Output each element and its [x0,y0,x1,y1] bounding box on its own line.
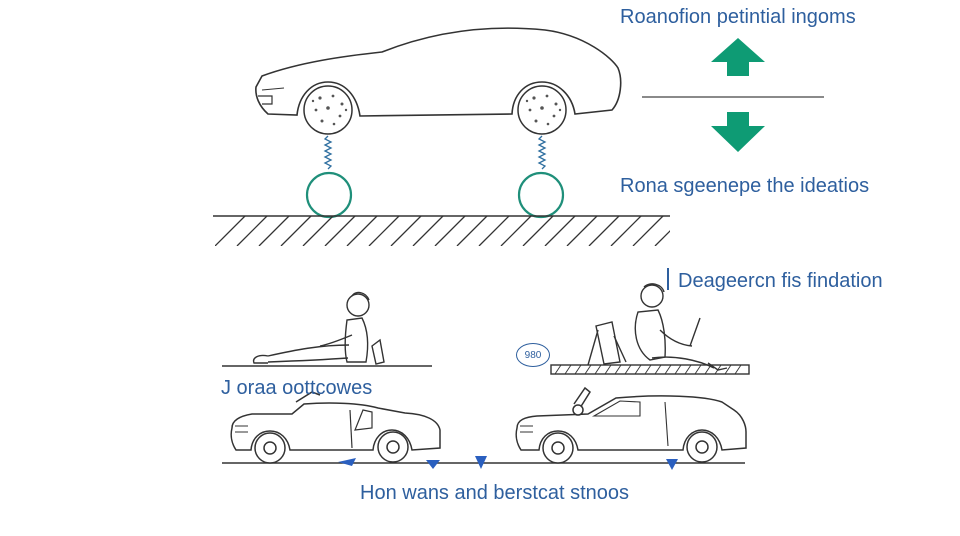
right-person-platform [550,283,750,375]
top-car-rear-wheel [517,85,567,135]
front-contact-circle [305,171,353,219]
arrow-up-icon [711,38,765,76]
blue-arrow-3-icon [475,456,487,469]
label-top: Roanofion petintial ingoms [620,6,856,28]
blue-arrow-2-icon [426,460,440,469]
top-car-front-wheel [303,85,353,135]
rear-contact-circle [517,171,565,219]
front-spring [323,135,333,170]
right-convertible-car [515,386,747,464]
left-reclining-person [222,291,432,367]
top-car [255,27,622,135]
hatched-ground [213,215,670,246]
label-bottom: Hon wans and berstcat stnoos [360,482,630,504]
blue-arrow-4-icon [666,459,678,470]
rear-spring [537,135,547,170]
label-left: J oraa oottcowes [221,377,373,399]
left-convertible-car [230,391,441,464]
label-right: Deageercn fis findation [678,270,883,292]
number-badge: 980 [516,343,550,367]
top-car-body [255,27,622,117]
arrow-down-icon [711,112,765,152]
label-middle: Rona sgeenepe the ideatios [620,175,870,197]
blue-arrow-1-icon [338,458,356,466]
